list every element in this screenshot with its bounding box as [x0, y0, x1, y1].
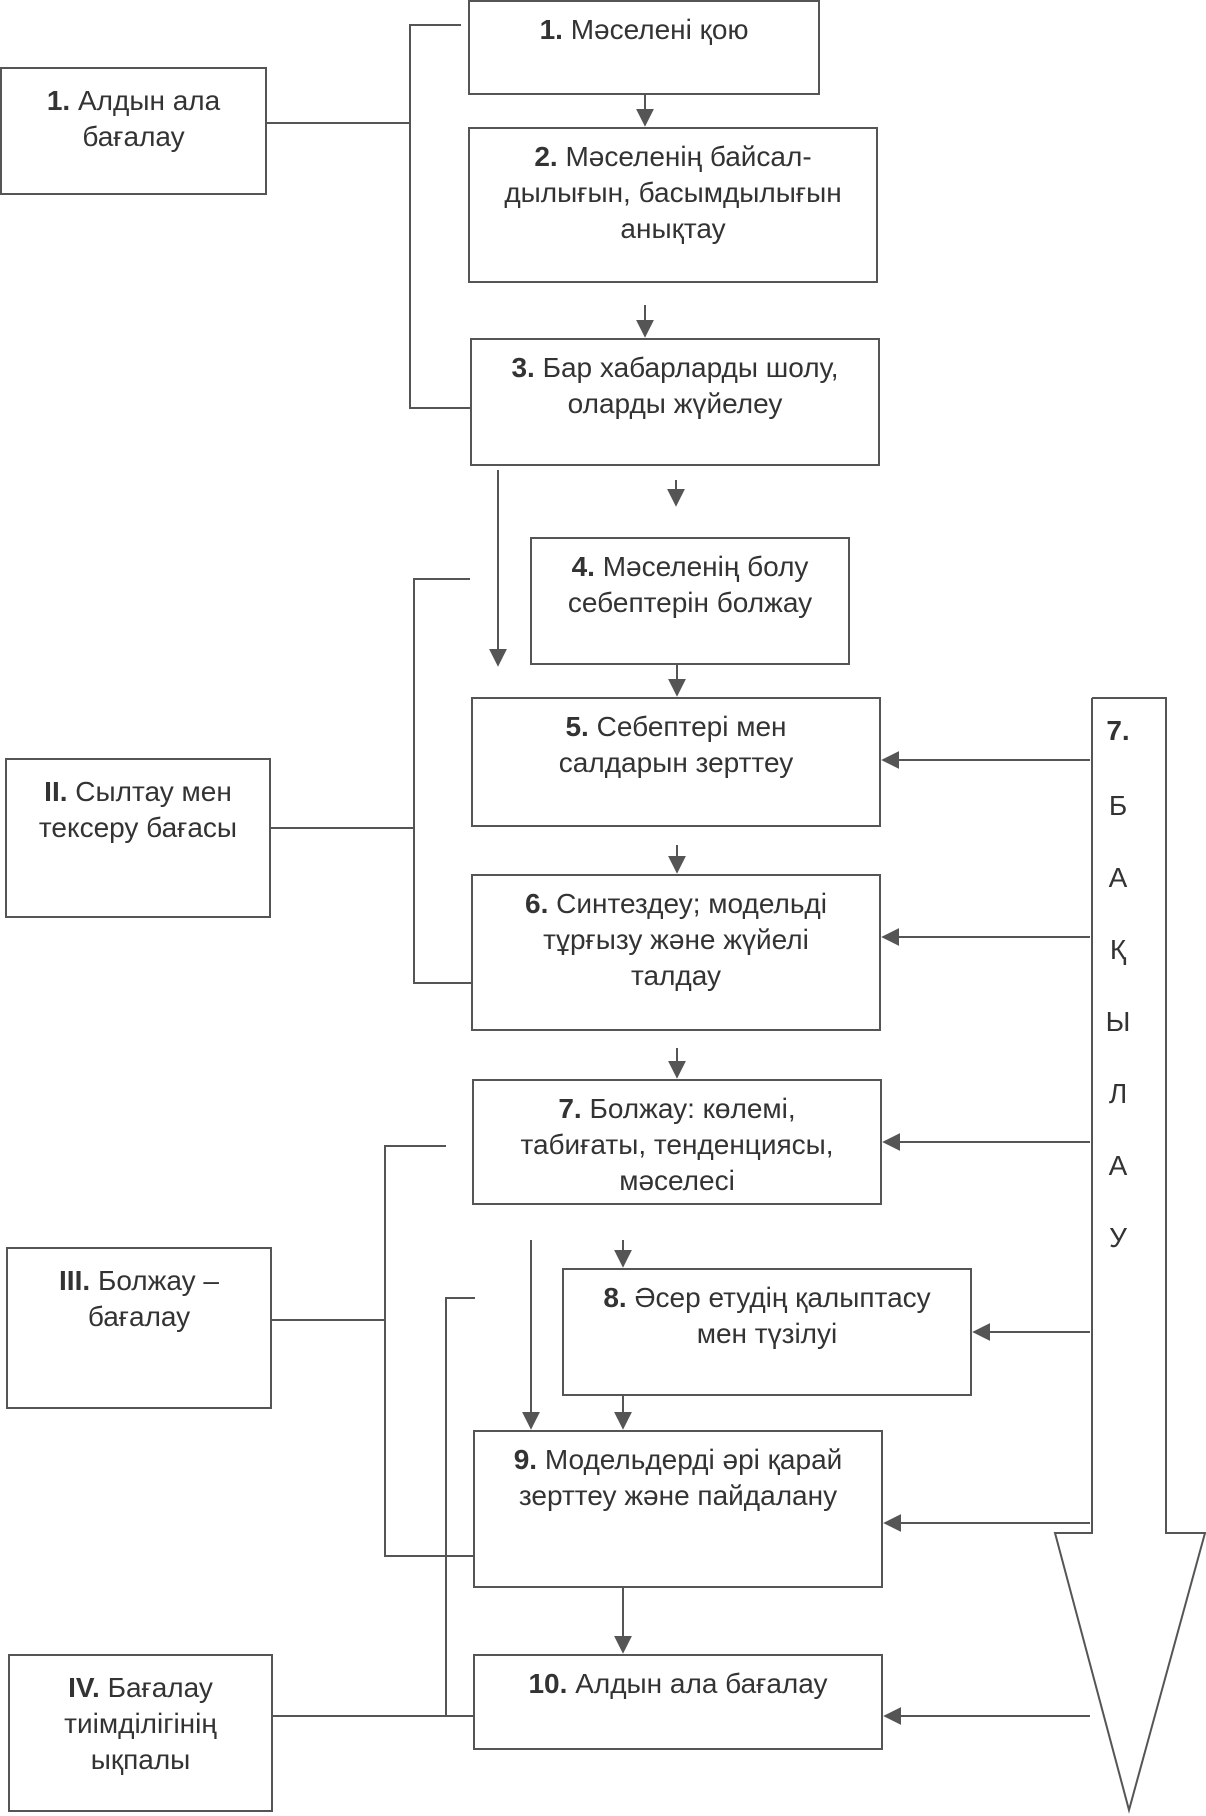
box-number: 5. [565, 711, 589, 742]
box-number: III. [59, 1265, 91, 1296]
bracket-phase-1 [409, 24, 470, 409]
bracket-phase-3 [384, 1145, 473, 1557]
box-number: 8. [603, 1282, 627, 1313]
box-text: Мәселені қою [570, 14, 749, 45]
bracket-phase-4 [445, 1297, 475, 1717]
box-number: 4. [571, 551, 595, 582]
step-box-s1: 1. Мәселені қою [468, 0, 820, 95]
monitoring-letter: Ы [1105, 1006, 1131, 1037]
monitoring-letter: А [1108, 1150, 1128, 1181]
monitoring-letter: А [1108, 862, 1128, 893]
bracket-phase-2 [413, 578, 471, 984]
step-box-s3: 3. Бар хабарларды шолу,оларды жүйелеу [470, 338, 880, 466]
box-number: 9. [513, 1444, 538, 1475]
box-number: 1. [46, 85, 71, 116]
box-number: 2. [534, 141, 558, 172]
monitoring-arrow-shape [1053, 697, 1206, 1814]
box-text: Бар хабарларды шолу,оларды жүйелеу [542, 352, 839, 419]
box-number: 10. [528, 1668, 568, 1699]
box-number: 3. [511, 352, 535, 383]
box-number: 7. [558, 1093, 582, 1124]
box-text: Болжау: көлемі,табиғаты, тенденциясы,мәс… [520, 1093, 834, 1196]
box-number: 6. [525, 888, 549, 919]
box-number: IV. [68, 1672, 100, 1703]
box-text: Алдын ала бағалау [575, 1668, 828, 1699]
monitoring-letter: Қ [1109, 934, 1127, 965]
step-box-s7: 7. Болжау: көлемі,табиғаты, тенденциясы,… [472, 1079, 882, 1205]
box-number: II. [44, 776, 68, 807]
monitoring-letter: Б [1108, 790, 1128, 821]
monitoring-letter: Л [1108, 1078, 1128, 1109]
step-box-s2: 2. Мәселенің байсал-дылығын, басымдылығы… [468, 127, 878, 283]
step-box-s10: 10. Алдын ала бағалау [473, 1654, 883, 1750]
box-text: Болжау –бағалау [87, 1265, 219, 1332]
box-number: 1. [539, 14, 563, 45]
monitoring-letter: У [1109, 1222, 1127, 1253]
phase-box-p3: III. Болжау –бағалау [6, 1247, 272, 1409]
monitoring-number: 7. [1106, 715, 1130, 746]
